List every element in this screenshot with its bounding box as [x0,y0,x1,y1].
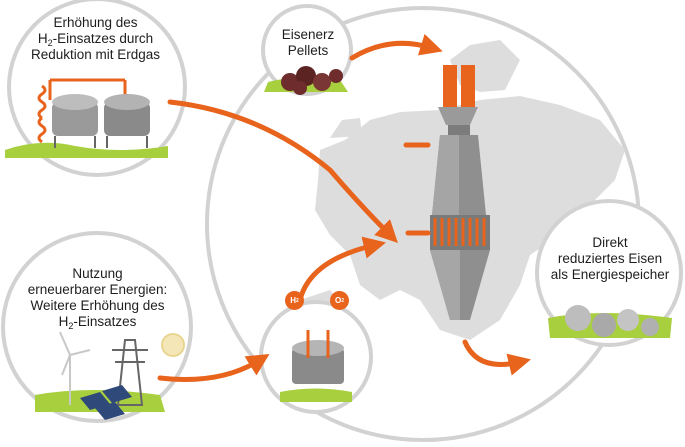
hydrogen-symbol: H [290,296,296,305]
label-dri: Direkt reduziertes Eisen als Energiespei… [545,235,675,283]
label-h2-reduction-line2: H2-Einsatzes durch [18,31,173,48]
h2-subscript: 2 [47,38,53,48]
iron-ore-pellets-icon [261,4,353,96]
oxygen-subscript: 2 [341,297,344,304]
label-iron-ore: Eisenerz Pellets [268,27,348,59]
label-h2-reduction-line1: Erhöhung des [53,15,138,30]
label-dri-line1: Direkt [592,235,628,250]
oxygen-symbol: O [334,296,342,305]
arrow-pellets-to-furnace [349,33,443,61]
gas-tanks-icon [5,0,187,177]
label-renewables-line2: erneuerbarer Energien: [27,282,168,297]
label-renewables-line1: Nutzung [72,266,123,281]
h2-symbol-2: H [58,314,69,329]
wind-solar-pylon-icon [1,231,193,423]
electrolyzer-icon [259,300,373,414]
h2-suffix-2: -Einsatzes [73,314,137,329]
label-renewables-line3: Weitere Erhöhung des [30,298,165,313]
h2-symbol: H [37,31,48,46]
arrow-furnace-to-dri [462,339,531,376]
process-arrows [157,33,531,382]
arrow-renewables-to-electrolyzer [157,354,270,382]
h2-suffix: -Einsatzes durch [52,31,154,46]
label-renewables-line4: H2-Einsatzes [10,314,185,331]
arrow-electrolyzer-to-furnace [297,236,386,303]
label-dri-line3: als Energiespeicher [550,267,670,282]
shaft-furnace-icon [430,65,490,320]
label-iron-ore-line1: Eisenerz [281,27,335,42]
label-h2-reduction: Erhöhung des H2-Einsatzes durch Reduktio… [18,15,173,63]
label-renewables: Nutzung erneuerbarer Energien: Weitere E… [10,266,185,331]
h2-subscript-2: 2 [68,321,74,331]
direct-reduced-iron-icon [535,199,683,347]
label-h2-reduction-line3: Reduktion mit Erdgas [30,47,161,62]
label-iron-ore-line2: Pellets [287,43,329,58]
hydrogen-subscript: 2 [296,297,299,304]
label-dri-line2: reduziertes Eisen [557,251,663,266]
arrow-gas-to-furnace [167,99,398,243]
